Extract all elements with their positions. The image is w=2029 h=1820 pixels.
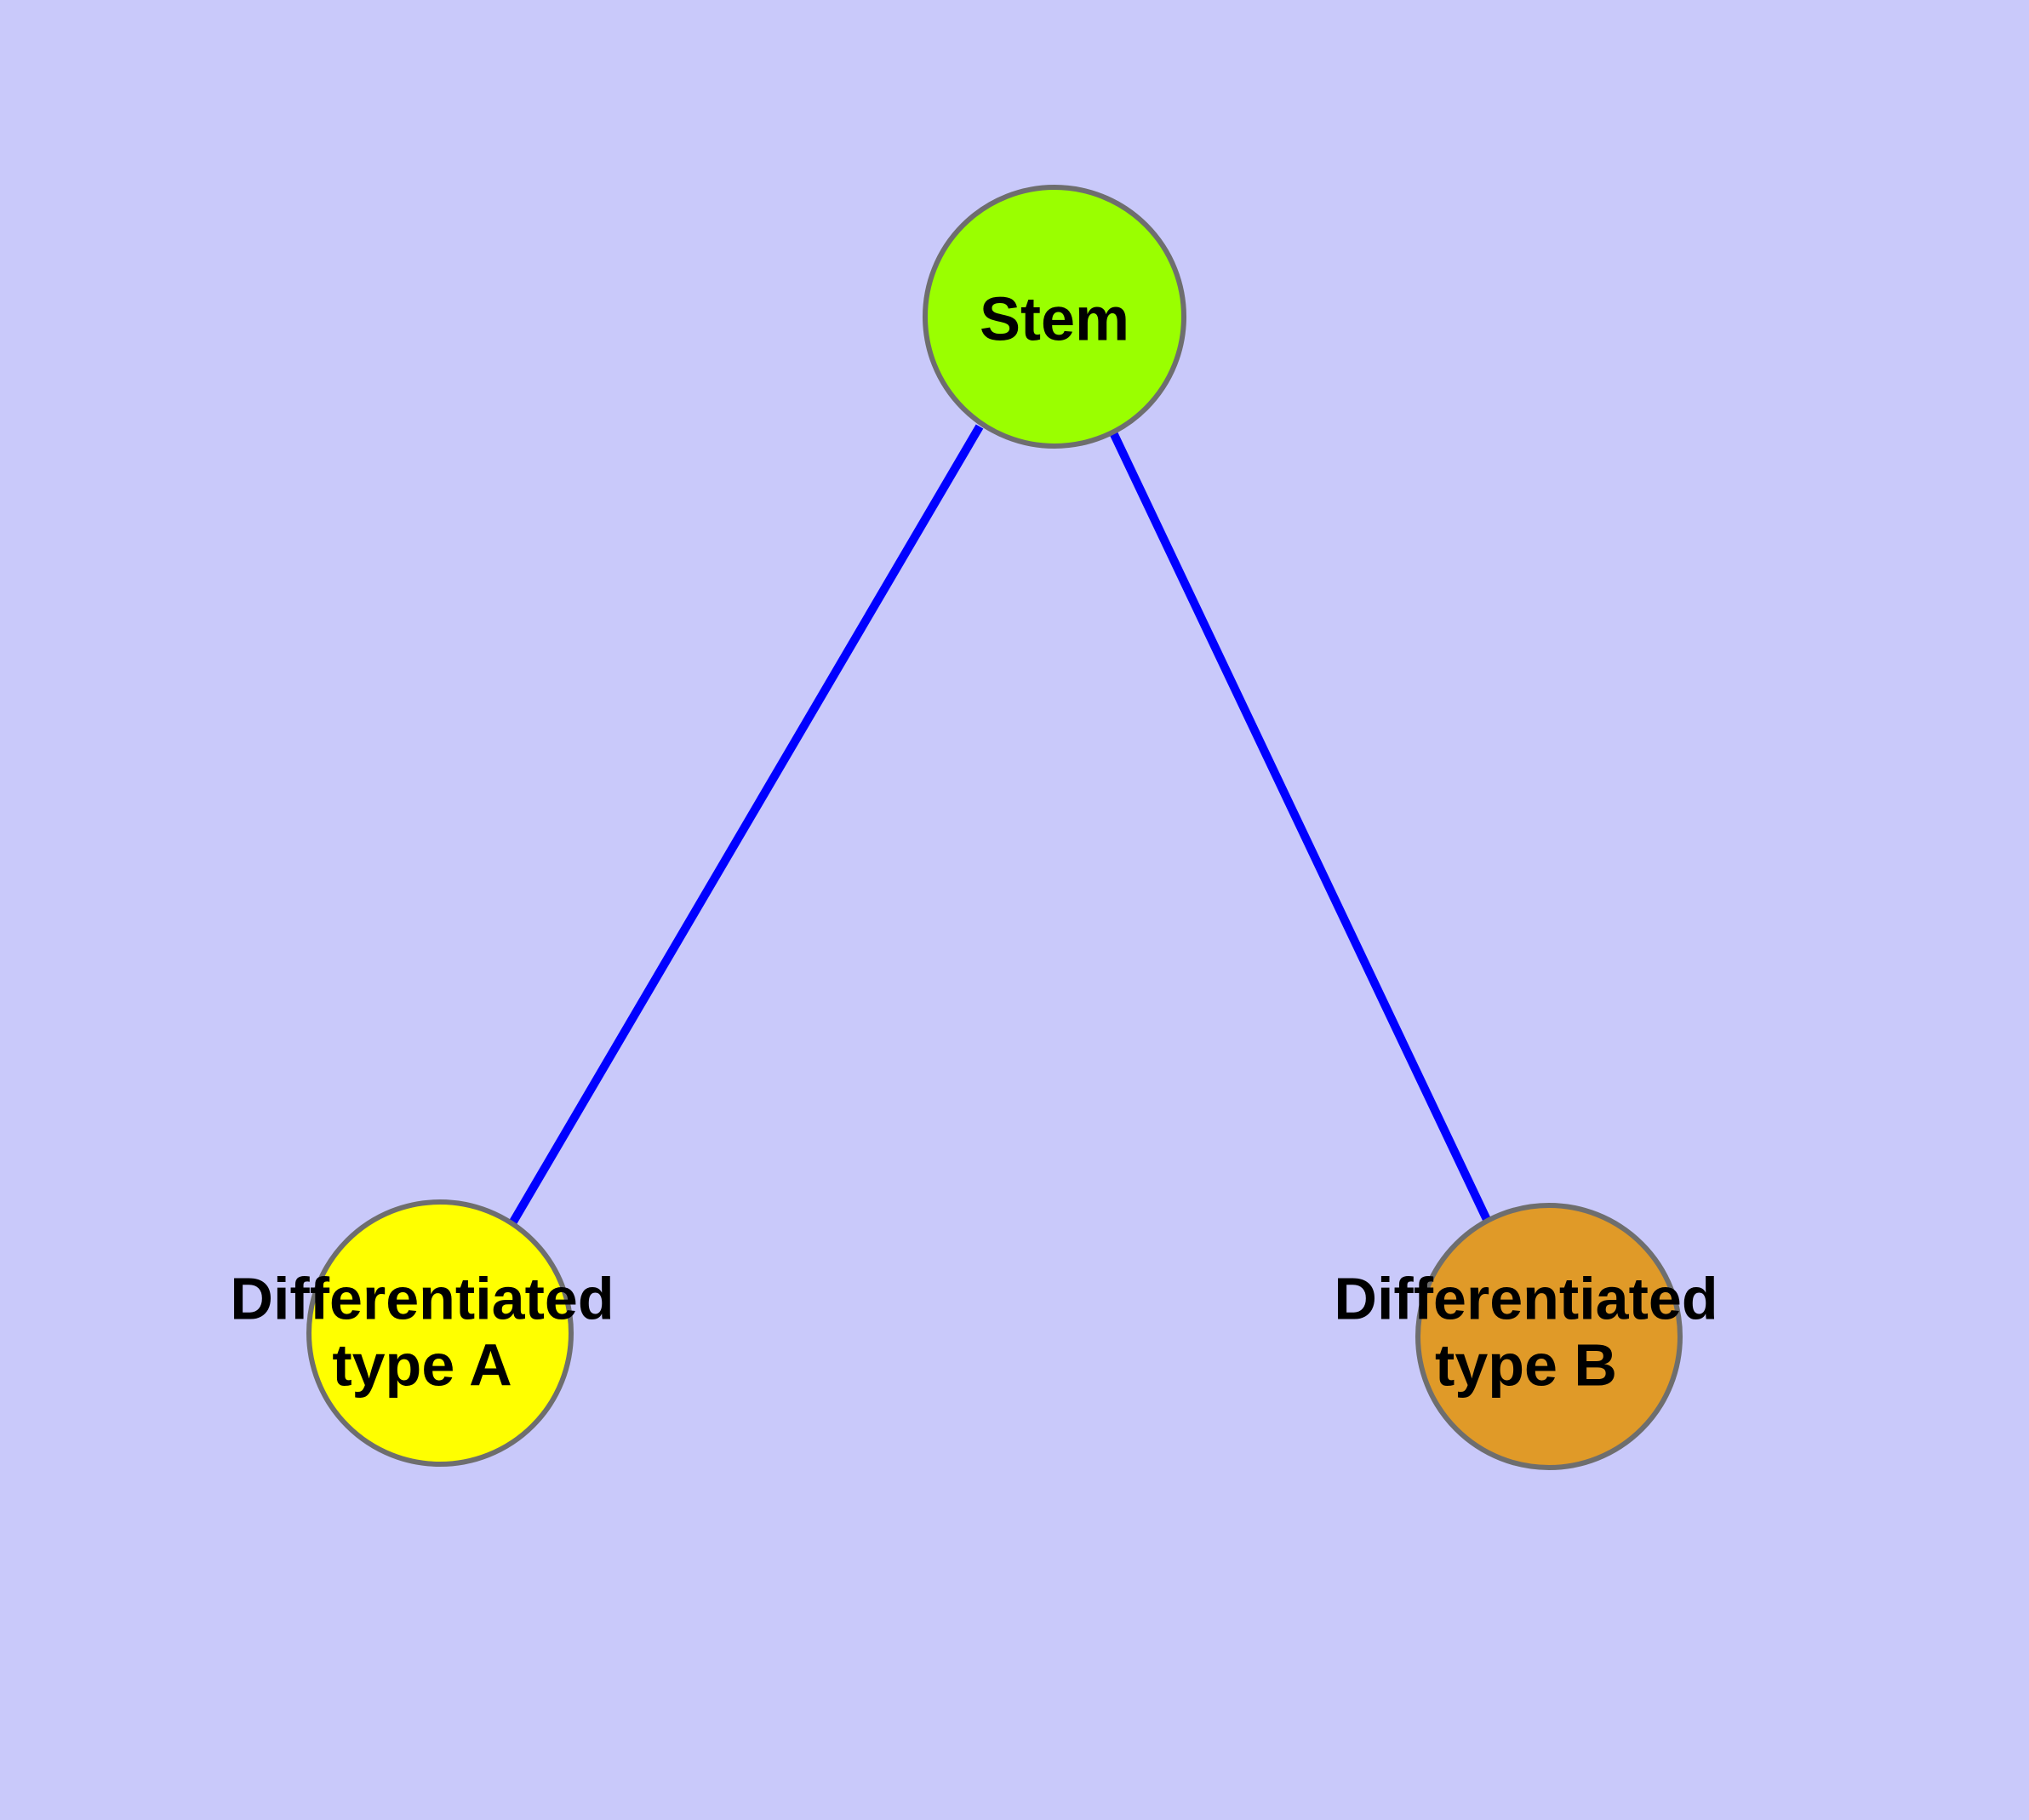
edge-stem-to-diff-a[interactable] — [508, 424, 984, 1226]
node-diff_a[interactable] — [306, 1199, 574, 1467]
node-diff_b[interactable] — [1415, 1203, 1683, 1470]
edges-group — [508, 424, 1493, 1226]
node-stem[interactable] — [923, 185, 1186, 449]
edge-stem-to-diff-b[interactable] — [1107, 426, 1493, 1226]
nodes-group — [306, 185, 1683, 1470]
